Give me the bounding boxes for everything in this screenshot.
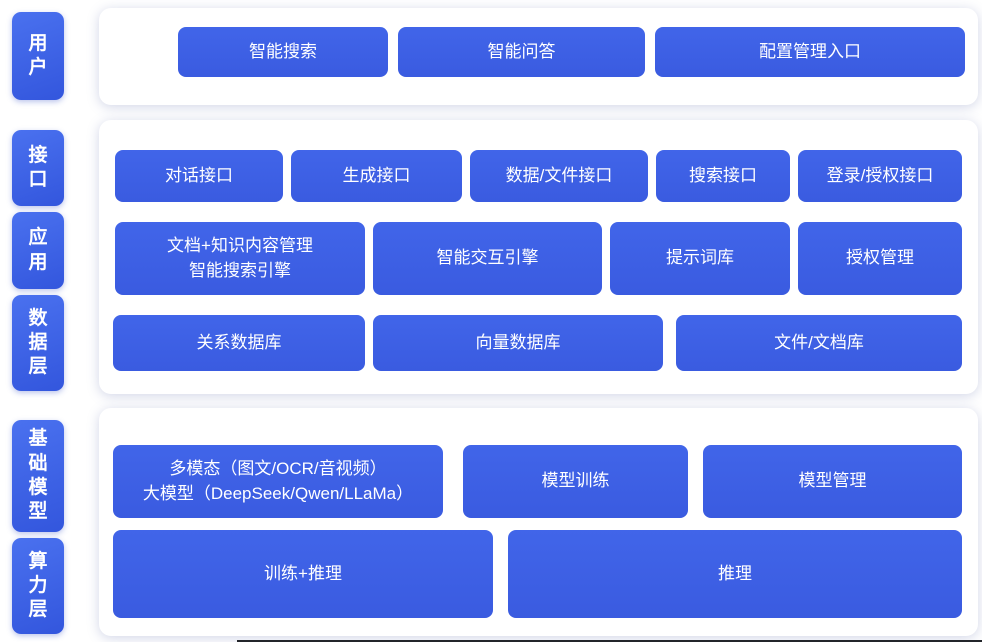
box-multimodal-llm: 多模态（图文/OCR/音视频） 大模型（DeepSeek/Qwen/LLaMa） (113, 445, 443, 518)
box-inference: 推理 (508, 530, 962, 618)
box-training-inference: 训练+推理 (113, 530, 493, 618)
window-bottom-edge (237, 640, 982, 642)
layer-tab-application: 应用 (12, 212, 64, 289)
box-data-file-api: 数据/文件接口 (470, 150, 648, 202)
box-auth-management: 授权管理 (798, 222, 962, 295)
box-config-management-entry: 配置管理入口 (655, 27, 965, 77)
box-prompt-library: 提示词库 (610, 222, 790, 295)
layer-tab-label: 基础模型 (28, 428, 48, 523)
box-model-management: 模型管理 (703, 445, 962, 518)
layer-tab-interface: 接口 (12, 130, 64, 206)
panel-model-compute-stack: 多模态（图文/OCR/音视频） 大模型（DeepSeek/Qwen/LLaMa）… (99, 408, 978, 636)
panel-application-stack: 对话接口 生成接口 数据/文件接口 搜索接口 登录/授权接口 文档+知识内容管理… (99, 120, 978, 394)
box-generation-api: 生成接口 (291, 150, 462, 202)
panel-user-layer: 智能搜索 智能问答 配置管理入口 (99, 8, 978, 105)
layer-tab-label: 算力层 (28, 550, 48, 621)
layer-tab-foundation-model: 基础模型 (12, 420, 64, 532)
layer-tab-label: 数据层 (28, 307, 48, 378)
box-search-api: 搜索接口 (656, 150, 790, 202)
box-doc-knowledge-search-engine: 文档+知识内容管理 智能搜索引擎 (115, 222, 365, 295)
box-intelligent-interaction-engine: 智能交互引擎 (373, 222, 602, 295)
box-dialog-api: 对话接口 (115, 150, 283, 202)
layer-tab-label: 应用 (28, 227, 48, 273)
box-vector-db: 向量数据库 (373, 315, 663, 371)
box-smart-search: 智能搜索 (178, 27, 388, 77)
box-smart-qa: 智能问答 (398, 27, 645, 77)
layer-tab-data-layer: 数据层 (12, 295, 64, 391)
box-file-doc-store: 文件/文档库 (676, 315, 962, 371)
layer-tab-label: 接口 (28, 144, 48, 190)
layer-tab-compute-layer: 算力层 (12, 538, 64, 634)
layer-tab-user: 用户 (12, 12, 64, 100)
box-login-auth-api: 登录/授权接口 (798, 150, 962, 202)
layer-tab-label: 用户 (28, 32, 48, 78)
box-relational-db: 关系数据库 (113, 315, 365, 371)
box-model-training: 模型训练 (463, 445, 688, 518)
